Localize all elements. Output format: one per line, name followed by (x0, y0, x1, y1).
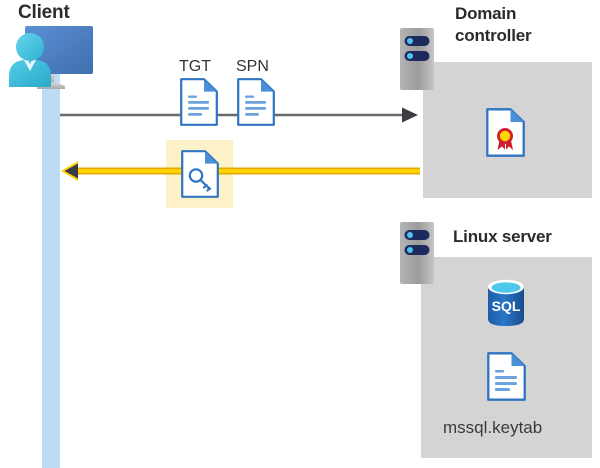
sql-database-label: SQL (492, 298, 521, 314)
spn-label: SPN (236, 58, 269, 75)
domain-controller-title-line2: controller (455, 26, 532, 45)
client-lifeline (42, 62, 60, 468)
domain-controller-title: Domain controller (455, 3, 595, 47)
keytab-filename-label: mssql.keytab (443, 418, 543, 437)
tgt-label: TGT (179, 58, 211, 75)
sql-database-icon: SQL (485, 278, 527, 328)
tgt-document-icon (180, 78, 218, 126)
domain-controller-server-rack-icon (400, 28, 434, 95)
client-title: Client (18, 2, 70, 23)
spn-document-icon (237, 78, 275, 126)
keytab-document-icon (487, 352, 526, 401)
request-arrow-client-to-domain-controller (60, 104, 420, 126)
linux-server-title: Linux server (453, 227, 552, 246)
certificate-document-icon (486, 108, 525, 157)
linux-server-rack-icon (400, 222, 434, 289)
client-workstation-icon (7, 24, 95, 100)
response-arrow-domain-controller-to-client (60, 158, 420, 184)
domain-controller-title-line1: Domain (455, 4, 517, 23)
key-document-icon (181, 150, 219, 198)
